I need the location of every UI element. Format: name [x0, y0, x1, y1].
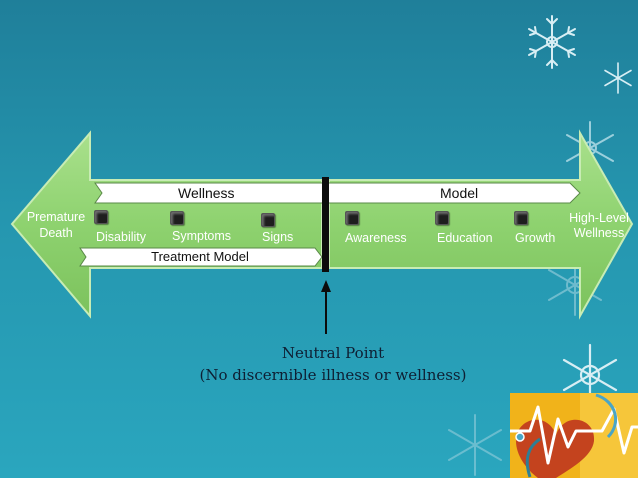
marker-box-awareness	[345, 211, 359, 225]
end-label-line: Death	[39, 226, 73, 240]
end-label-line: High-Level	[569, 211, 629, 225]
neutral-point-subtitle: (No discernible illness or wellness)	[199, 366, 467, 384]
marker-box-disability	[94, 210, 108, 224]
neutral-pointer-head	[321, 280, 331, 292]
neutral-point-caption: Neutral Point (No discernible illness or…	[183, 342, 483, 386]
end-label-line: Premature	[26, 210, 86, 224]
marker-label-awareness: Awareness	[345, 231, 407, 245]
treatment-model-label: Treatment Model	[151, 249, 249, 264]
marker-label-education: Education	[437, 231, 493, 245]
marker-box-growth	[514, 211, 528, 225]
heart-logo	[510, 393, 638, 478]
marker-label-signs: Signs	[262, 230, 294, 244]
snowflake-icon	[448, 414, 502, 476]
marker-label-symptoms: Symptoms	[172, 229, 232, 243]
marker-label-growth: Growth	[515, 231, 556, 245]
marker-box-signs	[261, 213, 275, 227]
marker-box-symptoms	[170, 211, 184, 225]
neutral-point-title: Neutral Point	[281, 344, 385, 362]
premature-death-label: Premature Death	[20, 209, 92, 241]
marker-label-disability: Disability	[96, 230, 147, 244]
marker-box-education	[435, 211, 449, 225]
model-label: Model	[440, 185, 479, 201]
left-arrow	[10, 130, 323, 319]
right-arrow	[328, 129, 634, 320]
neutral-divider	[322, 177, 329, 272]
treatment-model-banner	[79, 247, 323, 267]
snowflake-icon	[528, 15, 576, 69]
wellness-model-banner	[94, 182, 581, 204]
high-level-wellness-label: High-Level Wellness	[560, 211, 638, 241]
wellness-label: Wellness	[178, 185, 235, 201]
snowflake-icon	[604, 62, 632, 94]
end-label-line: Wellness	[573, 226, 625, 240]
